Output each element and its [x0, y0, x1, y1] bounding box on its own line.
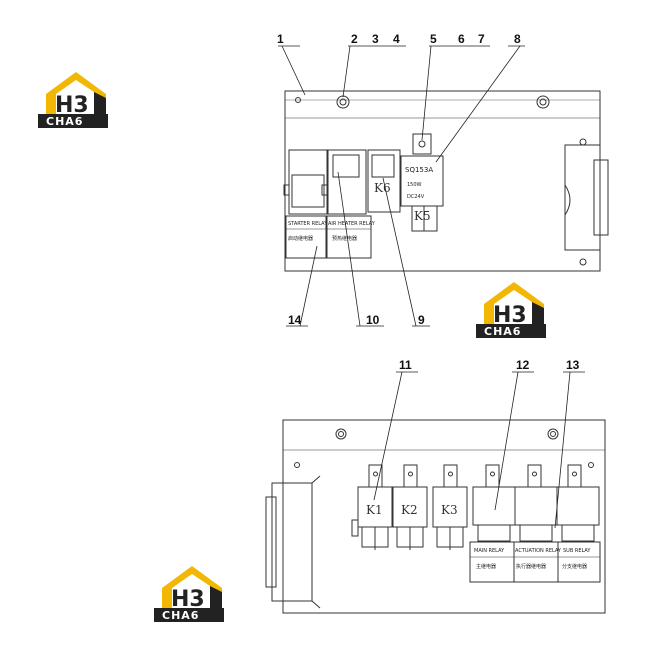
actuation-relay-label-plate	[513, 541, 559, 583]
bottom-hole-left	[294, 462, 300, 468]
heater-relay-body	[321, 149, 367, 215]
callout-2: 2	[351, 32, 358, 46]
logo-name: CHA6	[162, 609, 199, 622]
relay-k6-label: K6	[374, 181, 391, 195]
bottom-side-connector	[265, 475, 321, 609]
callout-4: 4	[393, 32, 400, 46]
callout-3: 3	[372, 32, 379, 46]
logo-mark: H3	[493, 303, 527, 328]
sub-relay-en: SUB RELAY	[563, 548, 591, 554]
logo-name: CHA6	[484, 325, 521, 338]
bottom-relay-panel	[265, 419, 606, 614]
module-spec2: DC24V	[407, 194, 425, 200]
callout-6: 6	[458, 32, 465, 46]
main-relay-cn: 主继电器	[476, 563, 496, 570]
heater-relay-cn: 预热继电器	[332, 235, 357, 242]
top-hole-left	[295, 97, 301, 103]
company-logo-bottom-left: H3 CHA6	[154, 566, 224, 622]
module-spec1: 150W	[407, 182, 422, 188]
main-relay-body	[472, 464, 516, 542]
callout-14: 14	[288, 313, 302, 327]
heater-relay-en: AIR HEATER RELAY	[328, 221, 376, 227]
bottom-bolt-left	[335, 428, 347, 440]
callout-8: 8	[514, 32, 521, 46]
flasher-module	[400, 133, 444, 232]
starter-label-plate	[285, 215, 327, 259]
company-logo-middle: H3 CHA6	[476, 282, 546, 338]
logo-mark: H3	[171, 587, 205, 612]
sub-relay-cn: 分支继电器	[562, 563, 587, 570]
bottom-bolt-right	[547, 428, 559, 440]
starter-relay-body	[283, 149, 328, 215]
relay-k2-label: K2	[401, 503, 418, 517]
top-side-connector	[564, 138, 609, 266]
callout-12: 12	[516, 358, 530, 372]
top-relay-panel	[283, 90, 609, 272]
callout-10: 10	[366, 313, 380, 327]
actuation-relay-en: ACTUATION RELAY	[515, 548, 562, 554]
callout-7: 7	[478, 32, 485, 46]
main-relay-en: MAIN RELAY	[474, 548, 505, 554]
relay-k5-label: K5	[414, 209, 431, 223]
module-code: SQ153A	[405, 166, 433, 174]
relay-k3-label: K3	[441, 503, 458, 517]
relay-k3-body	[432, 464, 468, 550]
main-relay-label-plate	[469, 541, 515, 583]
relay-k1-label: K1	[366, 503, 383, 517]
callout-5: 5	[430, 32, 437, 46]
top-bolt-right	[536, 95, 550, 109]
bottom-leader-lines	[373, 371, 585, 529]
callout-11: 11	[399, 358, 412, 372]
callout-13: 13	[566, 358, 580, 372]
relay-k1-body	[351, 464, 393, 550]
starter-relay-cn: 启动继电器	[288, 235, 313, 242]
callout-9: 9	[418, 313, 425, 327]
sub-relay-label-plate	[557, 541, 601, 583]
bottom-hole-right	[588, 462, 594, 468]
company-logo-top-left: H3 CHA6	[38, 72, 108, 128]
top-leader-lines	[278, 45, 525, 327]
logo-mark: H3	[55, 93, 89, 118]
callout-1: 1	[277, 32, 284, 46]
starter-relay-en: STARTER RELAY	[288, 221, 328, 227]
relay-k6-body	[367, 149, 401, 213]
relay-k2-body	[392, 464, 428, 550]
logo-name: CHA6	[46, 115, 83, 128]
actuation-relay-cn: 执行器继电器	[516, 563, 546, 570]
